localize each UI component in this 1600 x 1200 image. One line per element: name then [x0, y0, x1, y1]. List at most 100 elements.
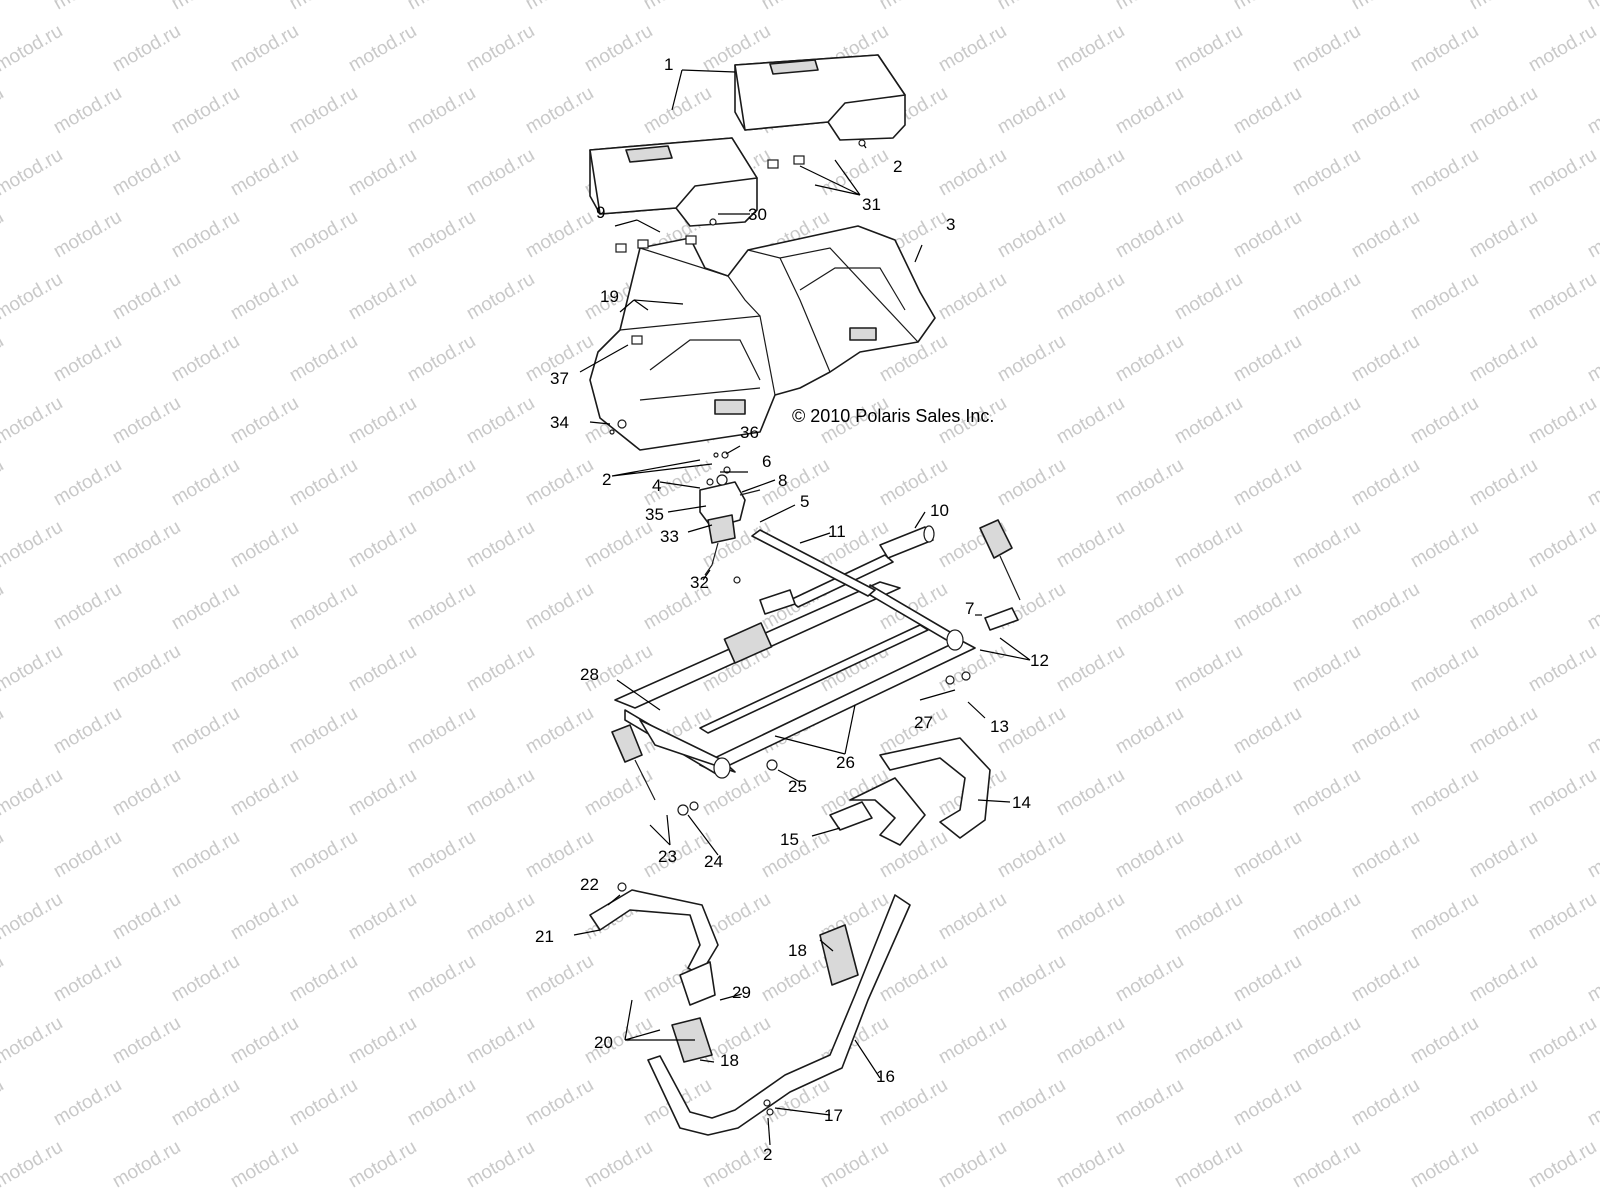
callout-10: 10 — [930, 501, 949, 520]
watermark-text: motod.ru — [1407, 393, 1482, 449]
watermark-text: motod.ru — [345, 145, 420, 201]
watermark-text: motod.ru — [1466, 1075, 1541, 1131]
watermark-text: motod.ru — [1171, 889, 1246, 945]
watermark-text: motod.ru — [404, 207, 479, 263]
callout-2-c: 2 — [763, 1145, 772, 1164]
watermark-text: motod.ru — [50, 455, 125, 511]
watermark-text: motod.ru — [0, 703, 7, 759]
callout-35: 35 — [645, 505, 664, 524]
watermark-text: motod.ru — [1289, 1137, 1364, 1193]
watermark-text: motod.ru — [1171, 517, 1246, 573]
watermark-text: motod.ru — [1289, 641, 1364, 697]
watermark-text: motod.ru — [758, 0, 833, 14]
backrest-pad-right — [979, 519, 1021, 601]
watermark-text: motod.ru — [1171, 765, 1246, 821]
watermark-text: motod.ru — [1348, 83, 1423, 139]
watermark-text: motod.ru — [109, 1137, 184, 1193]
watermark-text: motod.ru — [1112, 579, 1187, 635]
callout-31: 31 — [862, 195, 881, 214]
watermark-text: motod.ru — [50, 1075, 125, 1131]
watermark-text: motod.ru — [0, 579, 7, 635]
watermark-text: motod.ru — [1466, 951, 1541, 1007]
watermark-text: motod.ru — [1230, 207, 1305, 263]
watermark-text: motod.ru — [0, 455, 7, 511]
watermark-text: motod.ru — [1584, 83, 1600, 139]
watermark-text: motod.ru — [581, 1137, 656, 1193]
watermark-text: motod.ru — [168, 455, 243, 511]
watermark-text: motod.ru — [1053, 641, 1128, 697]
callout-7: 7 — [965, 599, 974, 618]
watermark-text: motod.ru — [50, 331, 125, 387]
watermark-text: motod.ru — [1584, 0, 1600, 14]
watermark-text: motod.ru — [463, 517, 538, 573]
callout-21: 21 — [535, 927, 554, 946]
callout-15: 15 — [780, 830, 799, 849]
seat-frame — [614, 525, 1019, 779]
watermark-text: motod.ru — [168, 703, 243, 759]
watermark-text: motod.ru — [286, 579, 361, 635]
callout-24: 24 — [704, 852, 723, 871]
watermark-text: motod.ru — [463, 889, 538, 945]
watermark-text: motod.ru — [50, 0, 125, 14]
watermark-text: motod.ru — [1348, 827, 1423, 883]
callout-19: 19 — [600, 287, 619, 306]
watermark-text: motod.ru — [1584, 951, 1600, 1007]
watermark-text: motod.ru — [286, 1075, 361, 1131]
watermark-text: motod.ru — [227, 393, 302, 449]
watermark-text: motod.ru — [1230, 1075, 1305, 1131]
watermark-text: motod.ru — [463, 1013, 538, 1069]
handle-left — [589, 889, 719, 1006]
watermark-text: motod.ru — [1289, 889, 1364, 945]
watermark-text: motod.ru — [404, 1075, 479, 1131]
watermark-text: motod.ru — [994, 1075, 1069, 1131]
watermark-text: motod.ru — [1407, 21, 1482, 77]
watermark-text: motod.ru — [227, 641, 302, 697]
callout-9: 9 — [596, 203, 605, 222]
watermark-text: motod.ru — [994, 951, 1069, 1007]
watermark-text: motod.ru — [1230, 827, 1305, 883]
watermark-text: motod.ru — [876, 0, 951, 14]
watermark-text: motod.ru — [168, 331, 243, 387]
watermark-text: motod.ru — [1525, 393, 1600, 449]
watermark-text: motod.ru — [522, 827, 597, 883]
watermark-text: motod.ru — [1584, 703, 1600, 759]
watermark-text: motod.ru — [286, 703, 361, 759]
watermark-text: motod.ru — [0, 1137, 66, 1193]
watermark-text: motod.ru — [168, 0, 243, 14]
watermark-text: motod.ru — [581, 765, 656, 821]
callout-16: 16 — [876, 1067, 895, 1086]
watermark-text: motod.ru — [0, 517, 66, 573]
watermark-text: motod.ru — [404, 83, 479, 139]
watermark-text: motod.ru — [1466, 579, 1541, 635]
watermark-text: motod.ru — [522, 1075, 597, 1131]
watermark-text: motod.ru — [168, 1075, 243, 1131]
watermark-text: motod.ru — [1525, 517, 1600, 573]
callout-30: 30 — [748, 205, 767, 224]
callout-11: 11 — [828, 522, 846, 541]
watermark-text: motod.ru — [1230, 579, 1305, 635]
watermark-text: motod.ru — [345, 1137, 420, 1193]
watermark-text: motod.ru — [1289, 269, 1364, 325]
watermark-text: motod.ru — [935, 145, 1010, 201]
watermark-text: motod.ru — [1112, 951, 1187, 1007]
watermark-text: motod.ru — [1348, 1075, 1423, 1131]
watermark-text: motod.ru — [404, 0, 479, 14]
callout-6: 6 — [762, 452, 771, 471]
watermark-text: motod.ru — [50, 827, 125, 883]
watermark-text: motod.ru — [1289, 1013, 1364, 1069]
watermark-text: motod.ru — [1230, 0, 1305, 14]
watermark-text: motod.ru — [168, 827, 243, 883]
watermark-text: motod.ru — [109, 21, 184, 77]
watermark-text: motod.ru — [1407, 517, 1482, 573]
watermark-text: motod.ru — [1584, 579, 1600, 635]
watermark-text: motod.ru — [994, 455, 1069, 511]
watermark-text: motod.ru — [699, 765, 774, 821]
watermark-text: motod.ru — [0, 951, 7, 1007]
watermark-text: motod.ru — [640, 83, 715, 139]
watermark-text: motod.ru — [994, 0, 1069, 14]
watermark-text: motod.ru — [227, 1013, 302, 1069]
watermark-text: motod.ru — [994, 579, 1069, 635]
watermark-text: motod.ru — [1112, 1075, 1187, 1131]
callout-8: 8 — [778, 471, 787, 490]
watermark-text: motod.ru — [1407, 269, 1482, 325]
